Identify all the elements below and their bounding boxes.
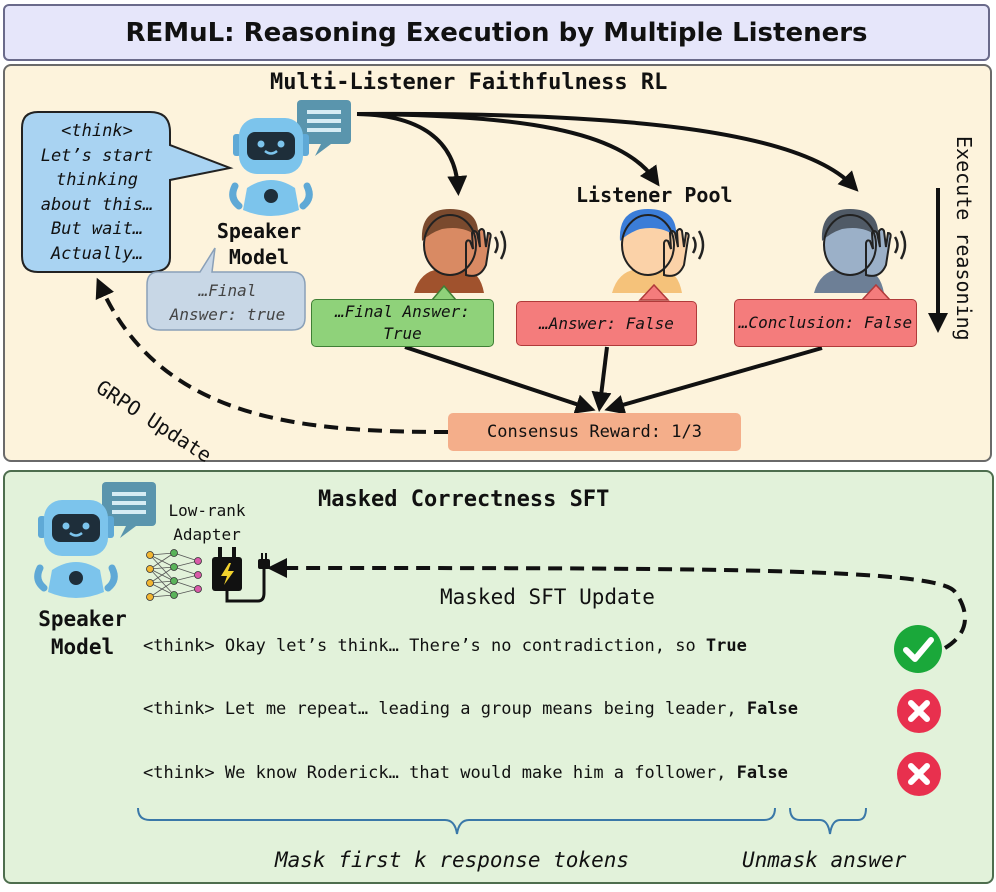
response-text: <think> Okay let’s think… There’s no con… (143, 636, 706, 656)
sft-panel (3, 470, 994, 884)
check-icon (894, 625, 942, 673)
response-line-3: <think> We know Roderick… that would mak… (143, 763, 788, 783)
masked-sft-update-label: Masked SFT Update (440, 585, 655, 609)
final-answer-bubble-shape (146, 247, 306, 331)
cross-icon (897, 752, 941, 796)
final-answer-line: Answer: true (169, 305, 286, 324)
response-text: <think> We know Roderick… that would mak… (143, 763, 737, 783)
sft-heading: Masked Correctness SFT (318, 487, 610, 512)
response-line-2: <think> Let me repeat… leading a group m… (143, 699, 798, 719)
mask-bracket (137, 807, 776, 835)
listener-2-answer: …Answer: False (516, 301, 697, 346)
arrow-answer1-to-reward (404, 345, 596, 414)
unmask-caption: Unmask answer (742, 848, 907, 872)
response-text: <think> Let me repeat… leading a group m… (143, 699, 747, 719)
execute-reasoning-label: Execute reasoning (952, 136, 976, 341)
listener-3-icon (814, 209, 907, 293)
thought-line: thinking (56, 170, 138, 190)
unmask-bracket (789, 807, 867, 835)
adapter-plug-icon (212, 547, 270, 603)
thought-line: Actually… (50, 243, 144, 264)
page-title: REMuL: Reasoning Execution by Multiple L… (3, 4, 990, 61)
speaker-model-label: Speaker Model (200, 218, 318, 270)
arrow-to-listener-3 (356, 111, 859, 192)
low-rank-adapter-label: Low-rank Adapter (160, 499, 254, 547)
speaker-final-answer-text: …Final Answer: true (150, 279, 305, 327)
response-answer: False (746, 699, 799, 719)
neural-network-icon (146, 549, 202, 601)
thought-line: But wait… (50, 219, 144, 239)
speaker-label-line: Model (50, 635, 115, 659)
listener-2-icon (612, 209, 705, 293)
adapter-label-line: Low-rank (168, 501, 246, 520)
thought-line: about this… (40, 194, 154, 215)
speaker-thought-text: <think> Let’s start thinking about this…… (22, 119, 172, 266)
thought-line: Let’s start (40, 145, 154, 166)
speaker-thought-bubble-shape (21, 111, 234, 273)
response-line-1: <think> Okay let’s think… There’s no con… (143, 636, 747, 656)
speaker-label-line: Model (228, 245, 290, 269)
listener-1-answer: …Final Answer: True (311, 299, 494, 347)
consensus-reward-box: Consensus Reward: 1/3 (448, 413, 741, 451)
speaker-robot-icon (229, 100, 351, 216)
arrow-answer3-to-reward (604, 346, 823, 415)
arrow-answer2-to-reward (591, 346, 612, 412)
grpo-update-arrow (95, 277, 449, 434)
response-answer: False (736, 763, 788, 783)
speaker-label-line: Speaker (38, 607, 127, 631)
mask-caption: Mask first k response tokens (275, 848, 630, 872)
listener-pool-label: Listener Pool (576, 183, 733, 207)
response-answer: True (705, 636, 747, 656)
cross-icon (897, 689, 941, 733)
listener-1-icon (414, 209, 507, 293)
thought-line: <think> (61, 121, 133, 141)
rl-heading: Multi-Listener Faithfulness RL (270, 70, 668, 95)
speaker-label-line: Speaker (216, 219, 302, 243)
sft-speaker-model-label: Speaker Model (30, 605, 135, 661)
adapter-label-line: Adapter (173, 525, 241, 544)
speaker-robot-icon (34, 482, 156, 598)
masked-sft-arrow (267, 558, 967, 650)
final-answer-line: …Final (198, 281, 257, 300)
listener-3-answer: …Conclusion: False (734, 299, 917, 347)
